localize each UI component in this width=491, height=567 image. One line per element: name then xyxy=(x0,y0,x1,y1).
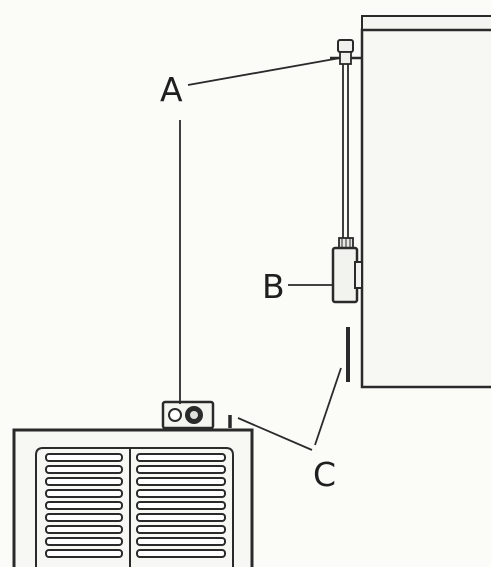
rod-knob xyxy=(337,39,354,53)
leader-lines xyxy=(179,57,342,451)
callout-c: C xyxy=(313,455,336,494)
leader-a-to-rod xyxy=(187,57,341,86)
base-body xyxy=(12,428,254,567)
callout-b: B xyxy=(262,267,285,306)
part-b-sensor-box xyxy=(331,246,363,304)
cabinet-top-trim xyxy=(361,15,491,31)
sensor-box-body xyxy=(331,246,359,304)
sensor-box-mount xyxy=(354,261,363,289)
vent-slots-left xyxy=(45,453,123,558)
base-inner-panel xyxy=(35,447,234,567)
leader-c-to-cabinet xyxy=(314,367,342,446)
base-unit xyxy=(12,400,254,567)
vent-slots-right xyxy=(136,453,226,558)
hanging-rod-assembly xyxy=(330,39,362,249)
rod-collar xyxy=(339,51,352,65)
leader-c-to-base xyxy=(237,417,313,451)
control-small-dial xyxy=(168,408,182,422)
cabinet-body xyxy=(360,28,491,389)
callout-a: A xyxy=(160,70,183,109)
cabinet xyxy=(360,15,491,389)
